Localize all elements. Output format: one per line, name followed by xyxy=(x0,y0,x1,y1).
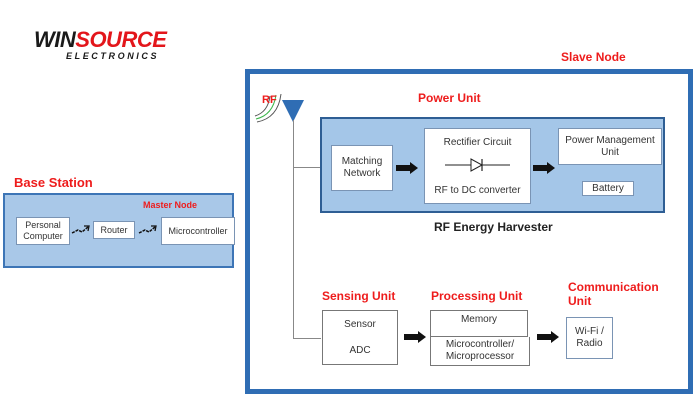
adc-block: ADC xyxy=(322,337,398,365)
battery-block: Battery xyxy=(582,181,634,196)
router-block: Router xyxy=(93,221,135,239)
matching-network-block: Matching Network xyxy=(331,145,393,191)
rectifier-title: Rectifier Circuit xyxy=(443,137,512,148)
arrow-right-icon xyxy=(396,162,418,174)
communication-unit-title: Communication Unit xyxy=(568,280,659,308)
slave-node-title: Slave Node xyxy=(561,50,626,64)
rectifier-circuit-block: Rectifier Circuit RF to DC converter xyxy=(424,128,531,204)
sensing-unit-title: Sensing Unit xyxy=(322,289,396,303)
sensor-block: Sensor xyxy=(322,310,398,339)
wireless-link-icon xyxy=(138,225,157,234)
processing-unit-title: Processing Unit xyxy=(431,289,523,303)
rectifier-subtitle: RF to DC converter xyxy=(434,185,521,196)
master-node-label: Master Node xyxy=(143,200,198,210)
memory-block: Memory xyxy=(430,310,528,337)
wifi-radio-block: Wi-Fi / Radio xyxy=(566,317,613,359)
microcontroller-microprocessor-block: Microcontroller/ Microprocessor xyxy=(430,337,530,366)
antenna-icon xyxy=(254,93,304,123)
rf-energy-harvester-panel: Matching Network Rectifier Circuit RF to… xyxy=(320,117,665,213)
arrow-right-icon xyxy=(404,331,426,343)
rf-label: RF xyxy=(262,94,277,106)
rf-energy-harvester-caption: RF Energy Harvester xyxy=(434,220,553,234)
arrow-right-icon xyxy=(537,331,559,343)
power-management-unit-block: Power Management Unit xyxy=(558,128,662,165)
personal-computer-block: Personal Computer xyxy=(16,217,70,245)
wireless-link-icon xyxy=(71,225,90,234)
feed-line xyxy=(293,120,294,338)
power-unit-title: Power Unit xyxy=(418,91,481,105)
microcontroller-block: Microcontroller xyxy=(161,217,235,245)
arrow-right-icon xyxy=(533,162,555,174)
logo-subtitle: ELECTRONICS xyxy=(66,51,160,61)
feed-branch-power xyxy=(293,167,321,168)
base-station-title: Base Station xyxy=(14,175,93,190)
feed-branch-sensing xyxy=(293,338,321,339)
base-station-panel: Master Node Personal Computer Router Mic… xyxy=(3,193,235,268)
logo-win: WIN xyxy=(34,27,76,52)
logo-wordmark: WINSOURCE xyxy=(34,27,167,52)
logo-source: SOURCE xyxy=(75,27,167,52)
diode-icon xyxy=(445,158,510,172)
